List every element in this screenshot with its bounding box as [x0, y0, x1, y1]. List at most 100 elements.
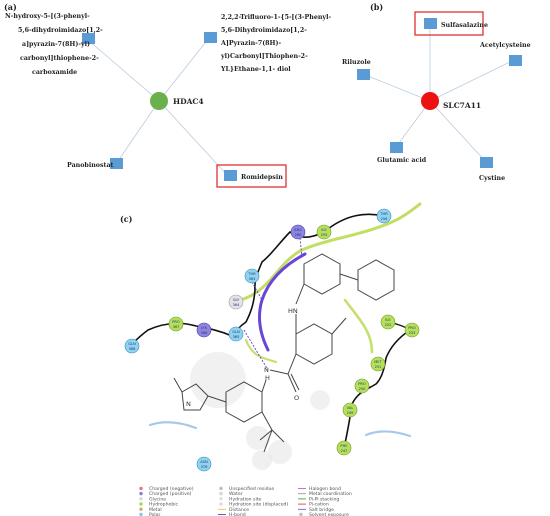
legend-swatch [139, 491, 143, 496]
legend-label: Glycine [149, 496, 166, 502]
legend-item: Metal coordination [298, 491, 352, 497]
node-label-a4: Romidepsin [241, 174, 283, 181]
legend-item: Pi-Pi stacking [298, 496, 339, 502]
svg-text:363: 363 [249, 277, 256, 281]
svg-text:PHE: PHE [340, 444, 348, 448]
legend-label: Metal coordination [309, 491, 352, 497]
panel-b-label: (b) [370, 2, 383, 12]
edge-b4 [395, 100, 431, 148]
legend-label: Halogen bond [309, 486, 341, 492]
legend-swatch [219, 486, 223, 491]
node-label-a1: N-hydroxy-5-[(3-phenyl- 5,6-dihydroimida… [5, 13, 105, 76]
legend-swatch [139, 512, 143, 516]
residue-gly364: GLY 364 [228, 294, 244, 310]
highlight-box-a4 [216, 164, 287, 188]
legend-item: Polar [139, 512, 161, 516]
solvent-exposure-halo [190, 352, 246, 408]
node-label-a3: Panobinostat [67, 162, 114, 169]
svg-text:250: 250 [359, 387, 367, 391]
residue-val249: VAL 249 [342, 402, 358, 418]
legend-item: Distance [218, 507, 249, 513]
residue-met251: MET 251 [370, 356, 386, 372]
node-square-a1 [82, 33, 95, 44]
node-square-b4 [390, 142, 403, 153]
residue-thr256: THR 256 [376, 208, 392, 224]
pocket-outline-green [238, 202, 422, 302]
legend-label: Hydrophobic [149, 502, 179, 508]
legend-item: Salt bridge [298, 507, 334, 513]
edge-a4 [158, 100, 229, 177]
node-label-b5: Cystine [479, 175, 505, 182]
legend-swatch [139, 507, 143, 511]
svg-text:366: 366 [201, 331, 209, 335]
edge-a2 [158, 37, 210, 102]
atom-label-h: H [265, 374, 270, 382]
atom-label-hn: HN [288, 307, 298, 315]
edge-b5 [429, 100, 487, 163]
svg-text:364: 364 [233, 303, 241, 307]
svg-text:255: 255 [321, 233, 328, 237]
panel-c: (c) [120, 202, 422, 516]
atom-label-imidazole-n: N [186, 400, 191, 408]
residue-asn376: ASN 376 [196, 456, 212, 472]
legend-item: Glycine [139, 496, 166, 502]
central-benzene-ring [295, 323, 333, 365]
legend-item: Hydration site [219, 496, 262, 502]
legend-label: Charged (positive) [149, 491, 192, 497]
legend-item: Water [219, 491, 243, 497]
node-square-b1 [424, 18, 437, 29]
svg-text:365: 365 [233, 335, 240, 339]
legend-label: Distance [229, 507, 249, 513]
legend-label: Solvent exposure [309, 512, 349, 516]
svg-text:252: 252 [385, 323, 392, 327]
pocket-outline-green-lower [343, 298, 374, 354]
hub-label-slc7a11: SLC7A11 [443, 101, 481, 110]
legend-item: Hydration site (displaced) [219, 502, 288, 508]
legend-swatch [219, 502, 223, 506]
legend-label: Metal [149, 507, 162, 513]
legend-label: Hydration site [229, 496, 262, 502]
legend-label: Charged (negative) [149, 486, 194, 492]
residue-gln365: GLN 365 [228, 326, 244, 342]
legend-item: Charged (positive) [139, 491, 192, 497]
legend-swatch [139, 502, 143, 506]
pocket-outline-blue-right [364, 430, 412, 438]
svg-text:LYS: LYS [201, 326, 208, 330]
node-square-b5 [480, 157, 493, 168]
legend-swatch [139, 486, 143, 491]
legend-swatch [219, 491, 223, 496]
svg-text:376: 376 [201, 465, 209, 469]
pocket-outline-green-left [244, 338, 278, 364]
node-label-b2: Riluzole [342, 59, 371, 66]
pyrimidine-ring [303, 253, 341, 295]
interaction-legend: Charged (negative)Charged (positive)Glyc… [139, 486, 352, 516]
svg-text:ILE: ILE [321, 228, 327, 232]
svg-text:PRO: PRO [172, 320, 180, 324]
node-square-b2 [357, 69, 370, 80]
edge-b3 [429, 59, 515, 102]
residue-backbone-right [343, 329, 411, 449]
solvent-exposure-halo [246, 426, 270, 450]
legend-label: Polar [149, 512, 161, 516]
solvent-exposure-halo [268, 440, 292, 464]
legend-item: Halogen bond [298, 486, 341, 492]
legend-label: Pi-cation [309, 502, 329, 508]
hub-node-slc7a11 [421, 92, 439, 110]
solvent-exposure-halo [252, 450, 272, 470]
legend-label: Salt bridge [309, 507, 334, 513]
node-square-a4 [224, 170, 237, 181]
svg-text:PRO: PRO [408, 326, 416, 330]
svg-text:247: 247 [341, 449, 348, 453]
highlight-box-b1 [414, 11, 484, 36]
svg-text:ILE: ILE [385, 318, 391, 322]
pocket-outline-purple [258, 252, 307, 352]
node-label-b1: Sulfasalazine [441, 22, 488, 29]
svg-text:367: 367 [173, 325, 180, 329]
residue-pro367: PRO 367 [168, 316, 184, 332]
residue-ile255: ILE 255 [316, 224, 332, 240]
svg-text:THR: THR [247, 272, 256, 276]
legend-label: Hydration site (displaced) [229, 502, 288, 508]
legend-label: H-bond [229, 512, 246, 516]
svg-text:VAL: VAL [347, 406, 354, 410]
h-bond-gln365 [243, 329, 269, 371]
